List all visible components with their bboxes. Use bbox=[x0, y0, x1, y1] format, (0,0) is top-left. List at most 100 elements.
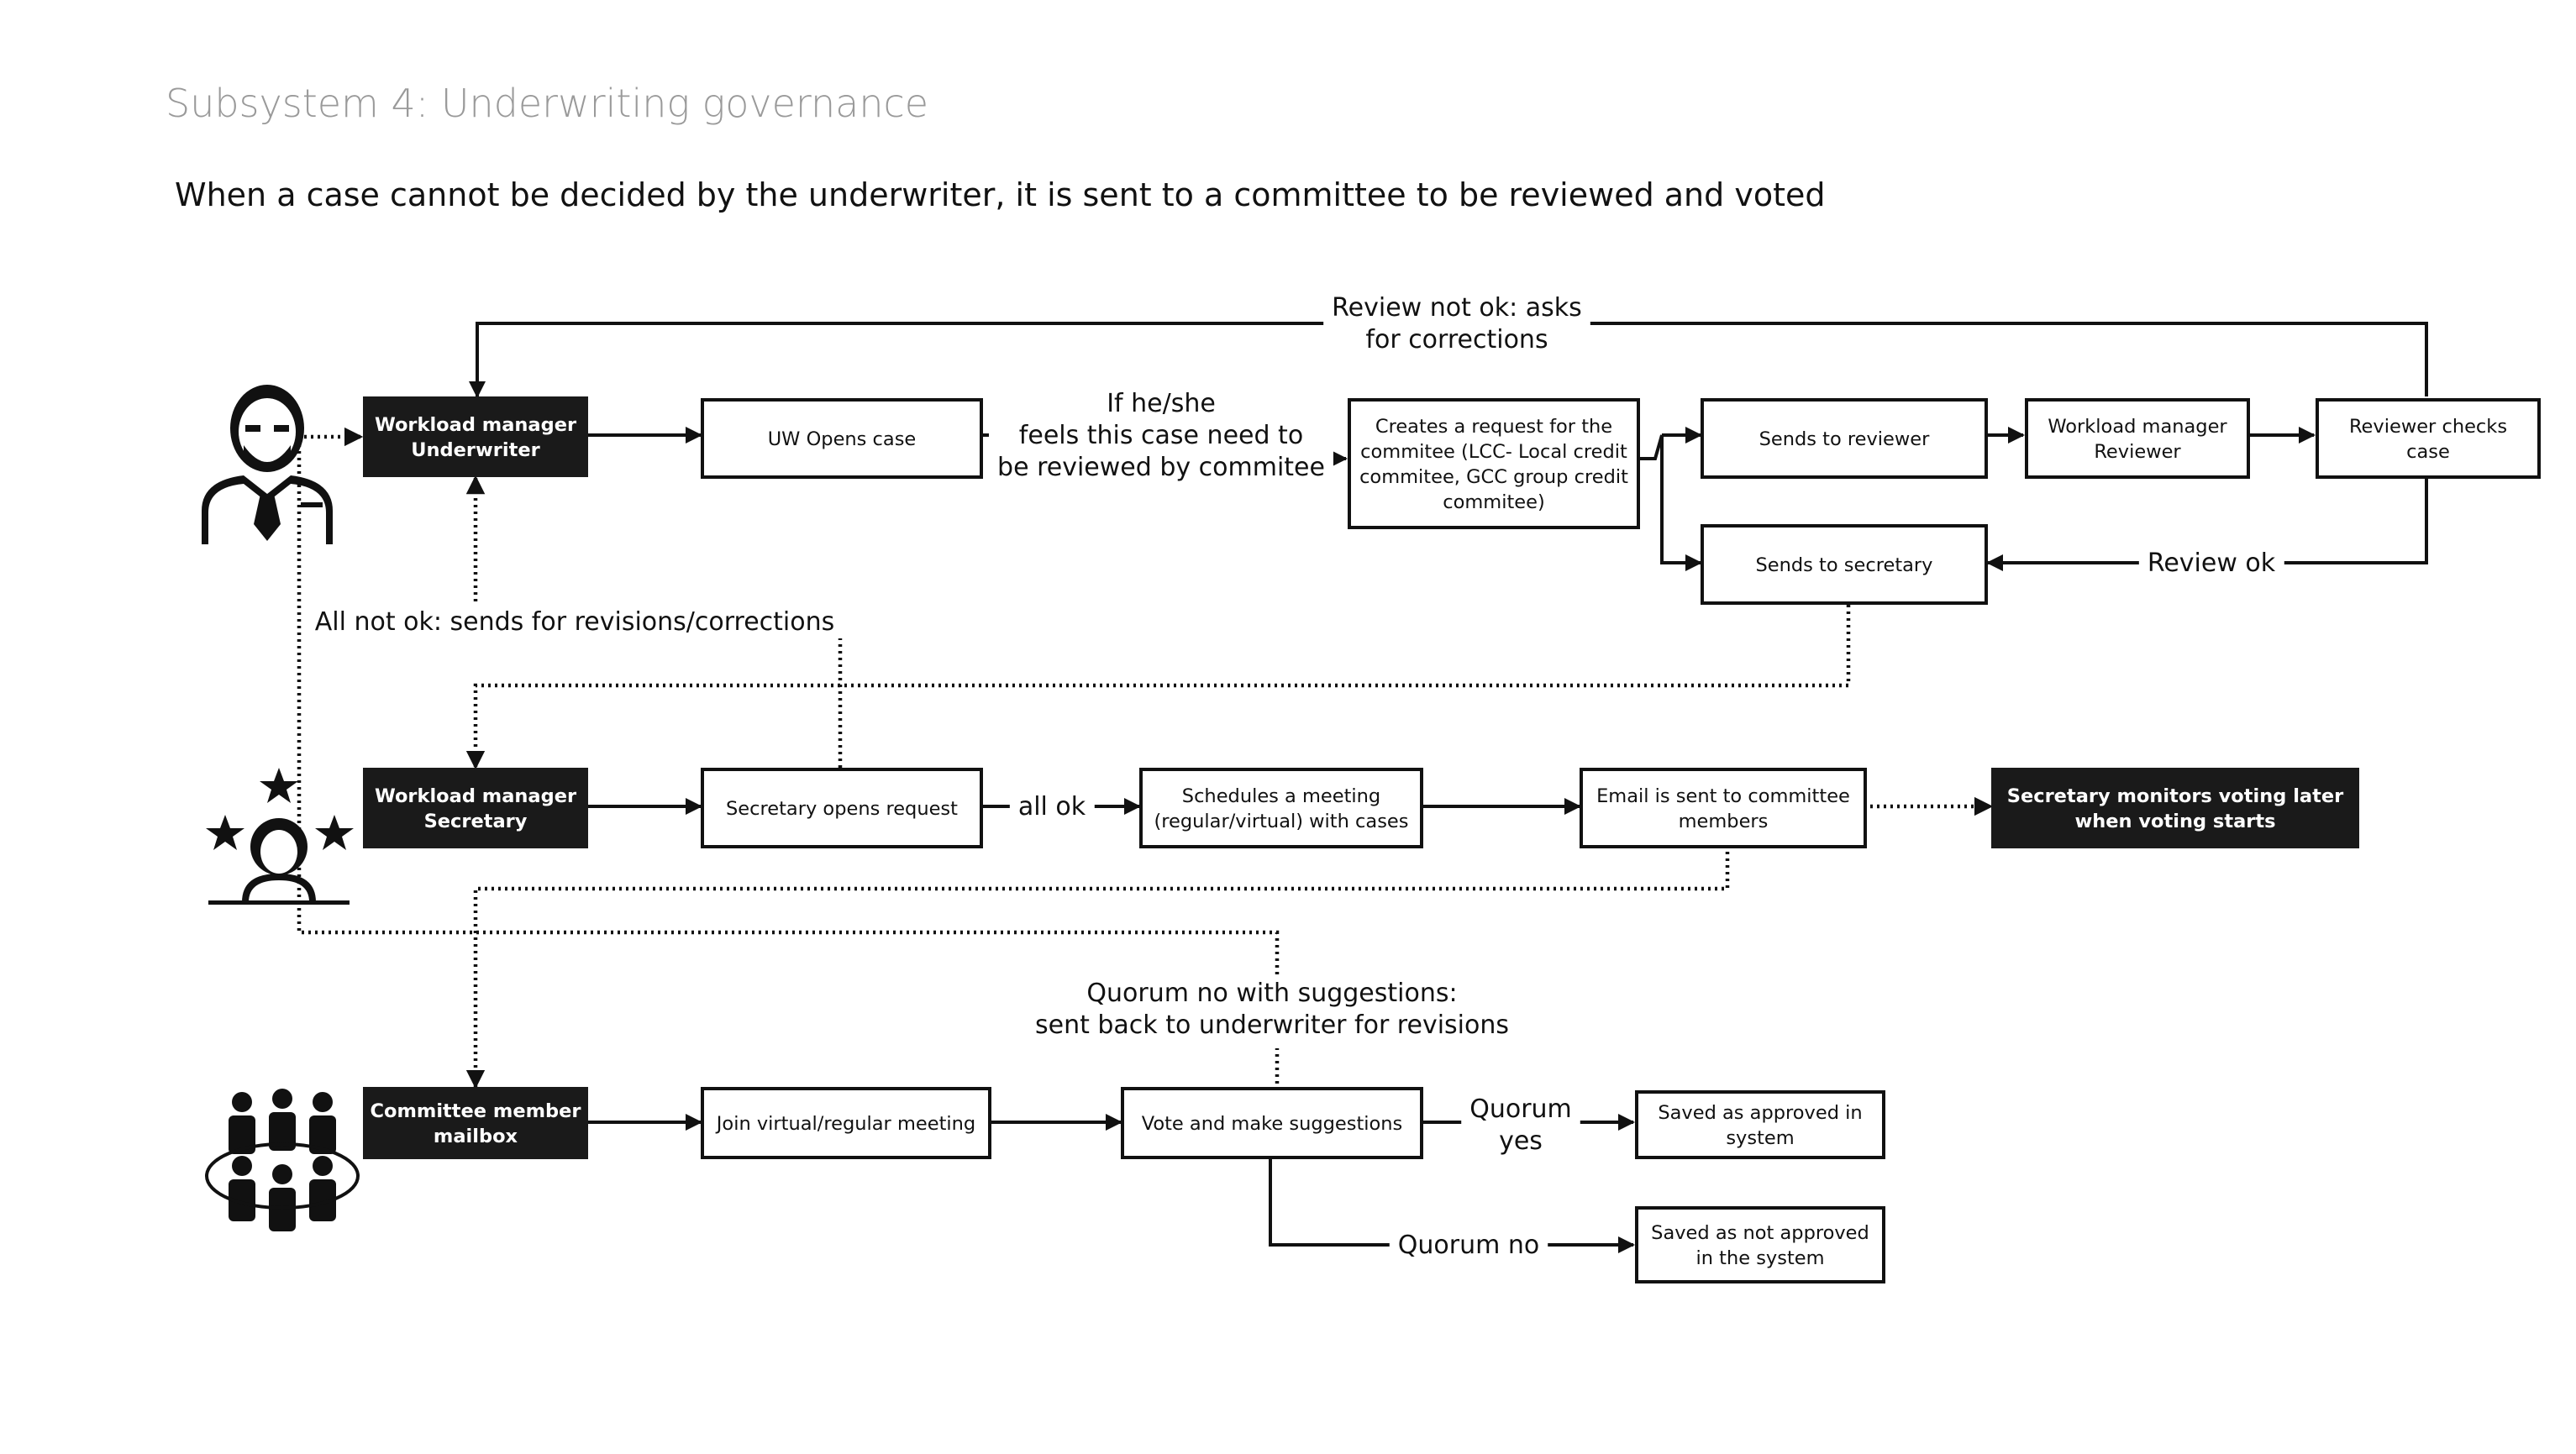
node-text-line: Sends to reviewer bbox=[1759, 428, 1931, 450]
label-background bbox=[1461, 1093, 1580, 1157]
node-text-line: Saved as approved in bbox=[1658, 1102, 1862, 1124]
node-text-line: commitee (LCC- Local credit bbox=[1360, 441, 1627, 463]
label-text: Quorum no bbox=[1398, 1231, 1539, 1260]
node-text-line: Secretary monitors voting later bbox=[2007, 785, 2344, 807]
label-background bbox=[1009, 790, 1095, 823]
svg-text:Sends to reviewer: Sends to reviewer bbox=[1759, 428, 1931, 450]
node-text-line: members bbox=[1679, 811, 1769, 832]
node-saved-not-approved: Saved as not approved in the system bbox=[1635, 1206, 1885, 1283]
node-uw-opens-case: UW Opens case bbox=[701, 398, 983, 479]
edge-all-not-ok-up bbox=[823, 621, 843, 768]
node-text-line: Reviewer checks bbox=[2349, 416, 2507, 438]
node-text-line: Saved as not approved bbox=[1651, 1222, 1869, 1244]
node-text-line: (regular/virtual) with cases bbox=[1154, 811, 1409, 832]
svg-text:Join virtual/regular meeting: Join virtual/regular meeting bbox=[715, 1113, 975, 1135]
label-quorum-no-suggestions: Quorum no with suggestions:sent back to … bbox=[1026, 977, 1518, 1042]
node-sends-reviewer: Sends to reviewer bbox=[1701, 398, 1988, 479]
node-secretary-monitors: Secretary monitors voting later when voti… bbox=[1991, 768, 2359, 848]
svg-text:Secretary monitors voting late: Secretary monitors voting later when voti… bbox=[2007, 785, 2344, 832]
secretary-stars-icon bbox=[206, 768, 354, 905]
node-text-line: system bbox=[1726, 1127, 1794, 1149]
edge-request-branch bbox=[1638, 434, 1702, 571]
node-text-line: when voting starts bbox=[2074, 811, 2275, 832]
group-people-icon bbox=[205, 1089, 360, 1231]
node-text-line: commitee, GCC group credit bbox=[1359, 466, 1628, 488]
label-background bbox=[2138, 547, 2284, 580]
svg-text:UW Opens case: UW Opens case bbox=[768, 428, 917, 450]
node-creates-request: Creates a request for the commitee (LCC- … bbox=[1348, 398, 1640, 529]
node-email-sent: Email is sent to committee members bbox=[1580, 768, 1867, 848]
node-text-line: case bbox=[2406, 441, 2450, 463]
page-title: Subsystem 4: Underwriting governance bbox=[166, 81, 929, 126]
node-text-line: Secretary bbox=[424, 811, 528, 832]
label-text: All not ok: sends for revisions/correcti… bbox=[315, 607, 835, 637]
node-text-line: Committee member bbox=[370, 1100, 581, 1122]
node-text-line: Creates a request for the bbox=[1375, 416, 1612, 438]
node-join-meeting: Join virtual/regular meeting bbox=[701, 1087, 991, 1159]
node-text-line: Reviewer bbox=[2094, 441, 2181, 463]
label-text: Review ok bbox=[2148, 549, 2276, 578]
label-background bbox=[989, 387, 1333, 484]
label-background bbox=[1026, 977, 1518, 1042]
node-committee-mailbox: Committee member mailbox bbox=[363, 1087, 588, 1159]
businessman-icon bbox=[202, 385, 333, 544]
node-saved-approved: Saved as approved in system bbox=[1635, 1090, 1885, 1159]
node-text-line: Workload manager bbox=[375, 414, 577, 436]
node-text-line: mailbox bbox=[434, 1126, 518, 1147]
node-text-line: commitee) bbox=[1443, 491, 1545, 513]
node-text-line: Schedules a meeting bbox=[1182, 785, 1380, 807]
node-secretary-opens: Secretary opens request bbox=[701, 768, 983, 848]
edge-review-ok bbox=[1986, 474, 2428, 571]
label-background bbox=[1389, 1229, 1548, 1262]
node-sends-secretary: Sends to secretary bbox=[1701, 524, 1988, 605]
label-text: Quorum no with suggestions:sent back to … bbox=[1035, 979, 1509, 1040]
label-text: all ok bbox=[1018, 792, 1086, 821]
node-text-line: Underwriter bbox=[411, 439, 540, 461]
node-text-line: Secretary opens request bbox=[726, 798, 958, 820]
label-review-ok: Review ok bbox=[2138, 547, 2284, 580]
label-all-not-ok: All not ok: sends for revisions/correcti… bbox=[306, 606, 844, 638]
node-text-line: UW Opens case bbox=[768, 428, 917, 450]
edge-secretary-down-to-row2 bbox=[465, 605, 1851, 770]
edge-email-to-mailbox bbox=[465, 852, 1730, 1089]
svg-text:Secretary opens request: Secretary opens request bbox=[726, 798, 958, 820]
label-quorum-no: Quorum no bbox=[1389, 1229, 1548, 1262]
node-vote: Vote and make suggestions bbox=[1121, 1087, 1423, 1159]
node-text-line: Sends to secretary bbox=[1756, 554, 1933, 576]
node-reviewer-checks: Reviewer checks case bbox=[2316, 398, 2541, 479]
label-background bbox=[306, 606, 844, 638]
label-background bbox=[1323, 291, 1590, 356]
edge-quorum-no-suggestions-back bbox=[297, 438, 1280, 974]
node-text-line: in the system bbox=[1695, 1247, 1824, 1269]
node-text-line: Email is sent to committee bbox=[1596, 785, 1850, 807]
node-text-line: Vote and make suggestions bbox=[1142, 1113, 1403, 1135]
page-subtitle: When a case cannot be decided by the und… bbox=[175, 176, 1826, 213]
svg-text:Sends to secretary: Sends to secretary bbox=[1756, 554, 1933, 576]
node-text-line: Workload manager bbox=[2048, 416, 2227, 438]
svg-text:Vote and make suggestions: Vote and make suggestions bbox=[1142, 1113, 1403, 1135]
node-text-line: Join virtual/regular meeting bbox=[715, 1113, 975, 1135]
label-all-ok: all ok bbox=[1009, 790, 1095, 823]
node-schedules-meeting: Schedules a meeting (regular/virtual) wit… bbox=[1139, 768, 1423, 848]
node-text-line: Workload manager bbox=[375, 785, 577, 807]
edge-vote-to-quorum-no-a bbox=[1269, 1159, 1398, 1247]
